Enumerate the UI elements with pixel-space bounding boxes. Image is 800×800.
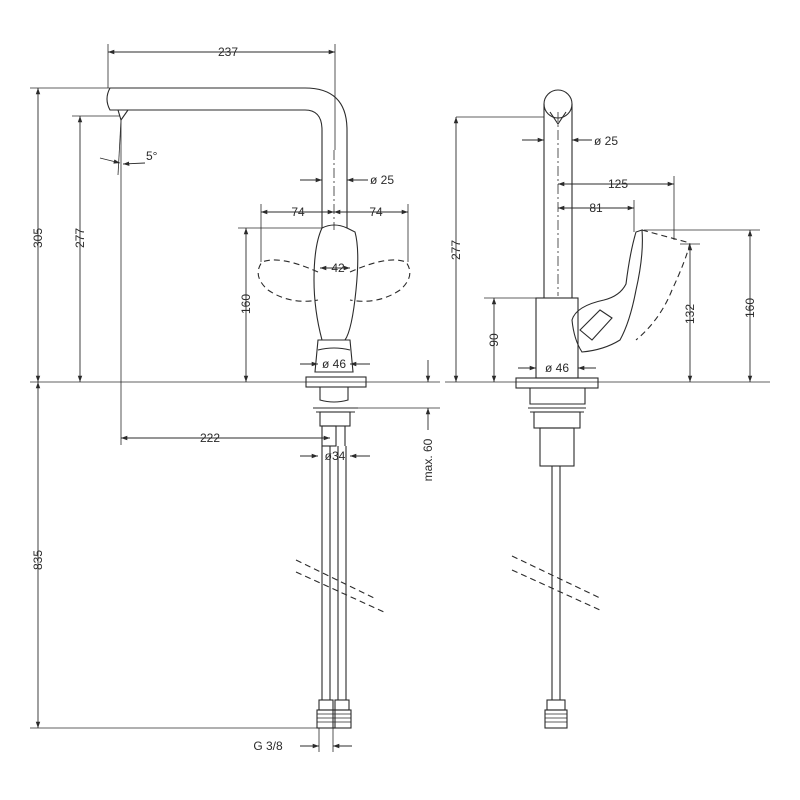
side-view: ø 25 125 81 277 132 160 90 ø 46 [445, 89, 770, 729]
dim-spout-angle: 5° [146, 149, 158, 163]
dim-spout-height: 277 [73, 228, 87, 248]
side-spout [543, 89, 573, 298]
dim-handle-right: 74 [369, 205, 383, 219]
dim-hose-length: 835 [31, 550, 45, 570]
dim-overall-height: 305 [31, 228, 45, 248]
side-dim-spout-diameter: ø 25 [594, 134, 618, 148]
dim-spout-diameter: ø 25 [370, 173, 394, 187]
side-body [511, 297, 601, 729]
side-dim-body-height: 90 [487, 333, 501, 347]
dim-shank-diameter: ø34 [325, 449, 346, 463]
side-dim-outlet-height: 277 [449, 240, 463, 260]
front-view: 237 305 277 5° ø 25 74 74 42 160 [30, 44, 440, 753]
side-lever [571, 229, 691, 353]
dim-handle-width: 42 [331, 261, 345, 275]
dim-handle-left: 74 [291, 205, 305, 219]
side-dim-lever-reach: 125 [608, 177, 628, 191]
supply-hoses [295, 446, 385, 729]
spout [106, 87, 348, 230]
dim-max-deck: max. 60 [421, 438, 435, 481]
dim-base-diameter: ø 46 [322, 357, 346, 371]
side-dim-handle-height: 160 [743, 298, 757, 318]
faucet-body [305, 224, 367, 447]
dim-spout-reach: 237 [218, 45, 238, 59]
handle-dashed-outline [257, 259, 319, 302]
dim-thread: G 3/8 [253, 739, 283, 753]
side-dim-base-diameter: ø 46 [545, 361, 569, 375]
dim-outlet-offset: 222 [200, 431, 220, 445]
side-dim-lever-top: 132 [683, 304, 697, 324]
dim-body-height: 160 [239, 294, 253, 314]
side-dim-lever-pivot: 81 [589, 201, 603, 215]
